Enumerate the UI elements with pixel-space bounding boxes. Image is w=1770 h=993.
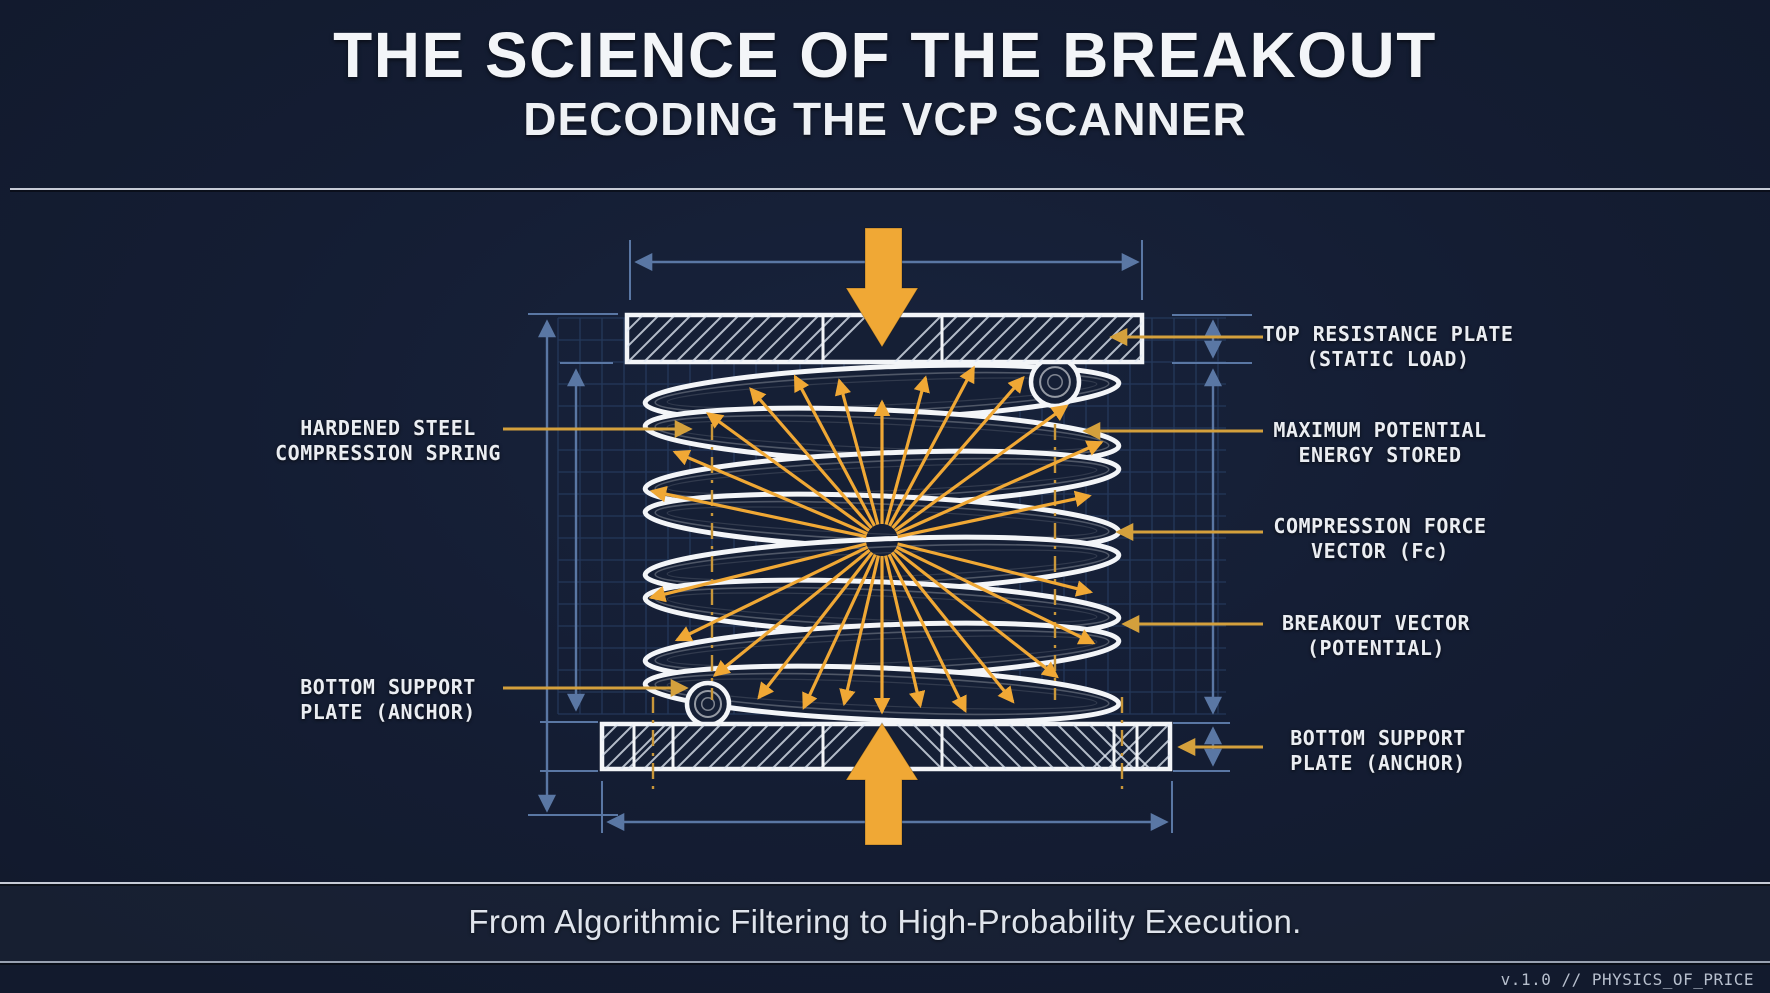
coil-end-bottom <box>684 680 732 728</box>
label-line: (POTENTIAL) <box>1307 636 1445 660</box>
label-line: HARDENED STEEL <box>300 416 476 440</box>
label-bottom-support-plate-left: BOTTOM SUPPORT PLATE (ANCHOR) <box>300 675 476 725</box>
label-line: TOP RESISTANCE PLATE <box>1262 322 1514 346</box>
label-line: (STATIC LOAD) <box>1306 347 1470 371</box>
label-bottom-support-plate-right: BOTTOM SUPPORT PLATE (ANCHOR) <box>1290 726 1466 776</box>
label-line: VECTOR (Fc) <box>1311 539 1449 563</box>
label-line: COMPRESSION SPRING <box>275 441 501 465</box>
label-line: MAXIMUM POTENTIAL <box>1273 418 1487 442</box>
page-subtitle: DECODING THE VCP SCANNER <box>523 93 1247 145</box>
label-breakout-vector: BREAKOUT VECTOR (POTENTIAL) <box>1282 611 1470 661</box>
label-compression-force-vector: COMPRESSION FORCE VECTOR (Fc) <box>1273 514 1486 564</box>
label-line: COMPRESSION FORCE <box>1273 514 1487 538</box>
header-divider <box>10 188 1770 190</box>
bottom-load-arrow <box>845 722 919 846</box>
page-title: THE SCIENCE OF THE BREAKOUT <box>333 19 1437 91</box>
footer-divider-bottom <box>0 961 1770 963</box>
label-line: BOTTOM SUPPORT <box>1290 726 1466 750</box>
label-line: PLATE (ANCHOR) <box>1290 751 1466 775</box>
version-tag: v.1.0 // PHYSICS_OF_PRICE <box>1500 970 1754 989</box>
top-load-arrow <box>845 227 919 348</box>
label-maximum-potential-energy: MAXIMUM POTENTIAL ENERGY STORED <box>1273 418 1486 468</box>
label-line: ENERGY STORED <box>1298 443 1462 467</box>
footer-tagline: From Algorithmic Filtering to High-Proba… <box>468 903 1302 940</box>
label-line: BOTTOM SUPPORT <box>300 675 476 699</box>
force-vector-burst <box>648 365 1104 715</box>
label-hardened-steel-compression-spring: HARDENED STEEL COMPRESSION SPRING <box>275 416 501 466</box>
callout-leaders <box>503 328 1263 756</box>
centerlines <box>651 424 1124 795</box>
label-top-resistance-plate: TOP RESISTANCE PLATE (STATIC LOAD) <box>1263 322 1514 372</box>
label-line: PLATE (ANCHOR) <box>300 700 476 724</box>
footer-divider-top <box>0 882 1770 884</box>
compression-load-arrows <box>845 227 919 846</box>
coil-end-top <box>1028 355 1082 409</box>
label-line: BREAKOUT VECTOR <box>1281 611 1471 635</box>
